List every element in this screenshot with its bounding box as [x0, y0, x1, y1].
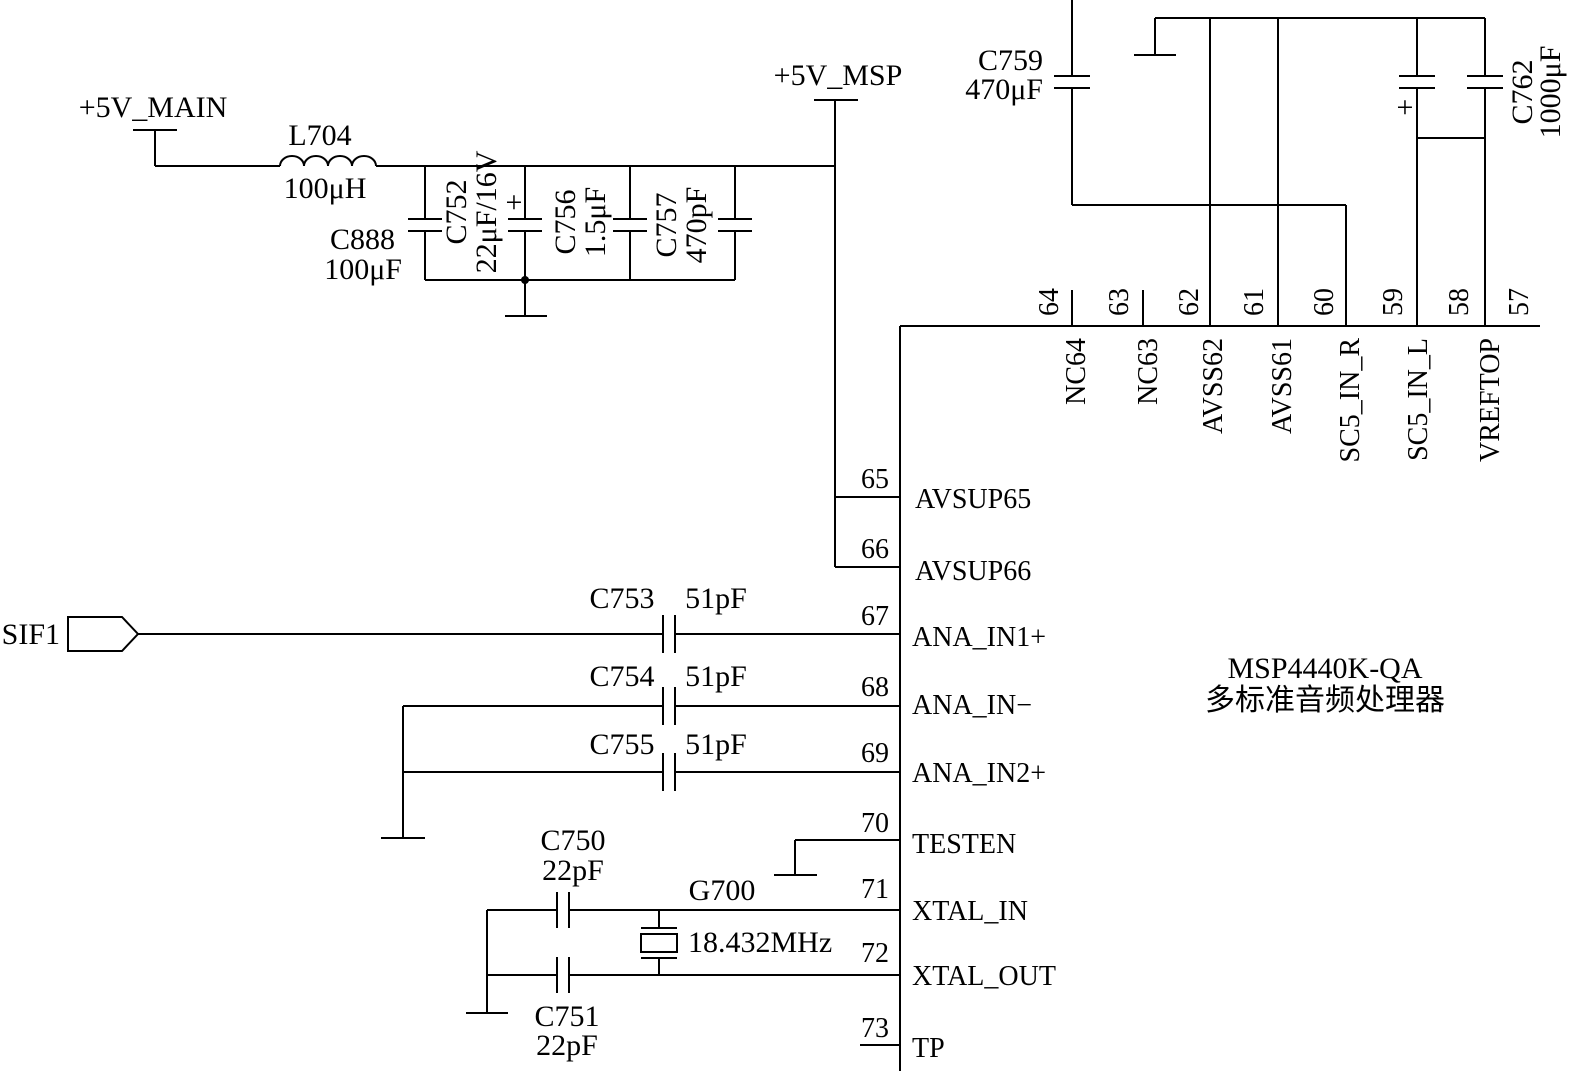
C762-value: 1000μF	[1534, 46, 1567, 139]
C762-ref: C762	[1506, 59, 1539, 124]
pin-65-number: 65	[861, 464, 889, 495]
power-label-5v-main: +5V_MAIN	[79, 91, 228, 124]
C759-value: 470μF	[965, 73, 1043, 106]
pin-57-number: 57	[1504, 288, 1535, 316]
C757-value: 470pF	[680, 187, 713, 264]
L704-value: 100μH	[284, 172, 367, 205]
capacitor-C750	[556, 892, 570, 929]
ic-part-number: MSP4440K-QA	[1227, 652, 1422, 685]
left-pins: 65 66 67 68 69 70 71 72 73 AVSUP65 AVSUP…	[860, 464, 1056, 1064]
upper-right-decoupling: C759 470μF + C762 1000μF	[965, 0, 1567, 326]
pin-72-number: 72	[861, 938, 889, 969]
pin-name-SC5_IN_R: SC5_IN_R	[1335, 338, 1366, 463]
pin-61-number: 61	[1239, 288, 1270, 316]
C752-ref: C752	[440, 179, 473, 244]
C754-value: 51pF	[685, 660, 747, 693]
pin-name-ANA_IN-: ANA_IN−	[912, 690, 1032, 721]
power-label-5v-msp: +5V_MSP	[774, 59, 903, 92]
pin-59-number: 59	[1378, 288, 1409, 316]
C757-ref: C757	[650, 192, 683, 257]
C759-ref: C759	[978, 44, 1043, 77]
ic-MSP4440K-QA: MSP4440K-QA 多标准音频处理器	[899, 325, 1540, 1071]
crystal-G700	[640, 910, 678, 975]
capacitor-C757	[718, 218, 752, 232]
pin-63-number: 63	[1104, 288, 1135, 316]
pin-name-XTAL_IN: XTAL_IN	[912, 896, 1028, 927]
pin-name-SC5_IN_L: SC5_IN_L	[1403, 338, 1434, 461]
C751-value: 22pF	[536, 1029, 598, 1062]
analog-inputs: SIF1 C753 51pF C754 51pF C755 51pF	[2, 582, 900, 839]
capacitor-C754	[662, 687, 676, 726]
ic-description: 多标准音频处理器	[1205, 684, 1445, 717]
C754-ref: C754	[589, 660, 654, 693]
pin-name-AVSUP65: AVSUP65	[915, 484, 1031, 515]
pin-66-number: 66	[861, 534, 889, 565]
pin-name-ANA_IN1+: ANA_IN1+	[912, 622, 1046, 653]
capacitor-C751	[556, 957, 570, 994]
pin-name-AVSS61: AVSS61	[1267, 338, 1298, 434]
G700-value: 18.432MHz	[688, 926, 832, 959]
crystal-section: C750 22pF C751 22pF G700 18.432MHz	[466, 824, 900, 1062]
inductor-L704	[279, 155, 377, 167]
capacitor-C752	[508, 218, 542, 232]
C888-ref: C888	[330, 223, 395, 256]
pin-name-NC64: NC64	[1061, 338, 1092, 405]
G700-ref: G700	[689, 874, 756, 907]
L704-ref: L704	[288, 119, 351, 152]
pin-name-XTAL_OUT: XTAL_OUT	[912, 961, 1056, 992]
pin-62-number: 62	[1174, 288, 1205, 316]
C753-value: 51pF	[685, 582, 747, 615]
C752-polarity-mark: +	[506, 186, 523, 219]
C756-value: 1.5μF	[579, 187, 612, 257]
signal-input-label: SIF1	[2, 618, 60, 651]
pin-name-AVSS62: AVSS62	[1198, 338, 1229, 434]
C755-value: 51pF	[685, 728, 747, 761]
pin-73-number: 73	[861, 1013, 889, 1044]
pin-67-number: 67	[861, 601, 889, 632]
pin-71-number: 71	[861, 874, 889, 905]
pin-name-AVSUP66: AVSUP66	[915, 556, 1031, 587]
C750-value: 22pF	[542, 854, 604, 887]
testen-ground	[774, 839, 900, 876]
supply-filter-section: +5V_MAIN L704 100μH C888 100μF + C7	[79, 91, 835, 317]
C753-ref: C753	[589, 582, 654, 615]
C755-ref: C755	[589, 728, 654, 761]
top-pins: 64 63 62 61 60 59 58 57 NC64 NC63 AVSS62…	[1034, 288, 1535, 462]
C888-value: 100μF	[324, 253, 402, 286]
polarity-mark: +	[1397, 91, 1414, 124]
pin-name-TESTEN: TESTEN	[912, 829, 1016, 860]
capacitor-C755	[662, 753, 676, 792]
capacitor-C762	[1467, 75, 1503, 89]
capacitor-C753	[662, 615, 676, 654]
pin-69-number: 69	[861, 738, 889, 769]
pin-name-ANA_IN2+: ANA_IN2+	[912, 758, 1046, 789]
capacitor-polarised	[1399, 75, 1435, 89]
capacitor-C756	[613, 218, 647, 232]
pin-64-number: 64	[1034, 288, 1065, 316]
pin-68-number: 68	[861, 672, 889, 703]
capacitor-C759	[1054, 75, 1090, 89]
C752-value: 22μF/16V	[470, 150, 503, 273]
C756-ref: C756	[549, 189, 582, 254]
pin-70-number: 70	[861, 808, 889, 839]
pin-name-VREFTOP: VREFTOP	[1475, 338, 1506, 462]
pin-name-NC63: NC63	[1133, 338, 1164, 405]
pin-name-TP: TP	[912, 1033, 945, 1064]
C751-ref: C751	[534, 1000, 599, 1033]
C750-ref: C750	[540, 824, 605, 857]
pin-58-number: 58	[1444, 288, 1475, 316]
capacitor-C888	[408, 218, 442, 232]
input-port-SIF1	[67, 616, 140, 652]
msp-supply-rail: +5V_MSP	[774, 59, 903, 568]
pin-60-number: 60	[1309, 288, 1340, 316]
